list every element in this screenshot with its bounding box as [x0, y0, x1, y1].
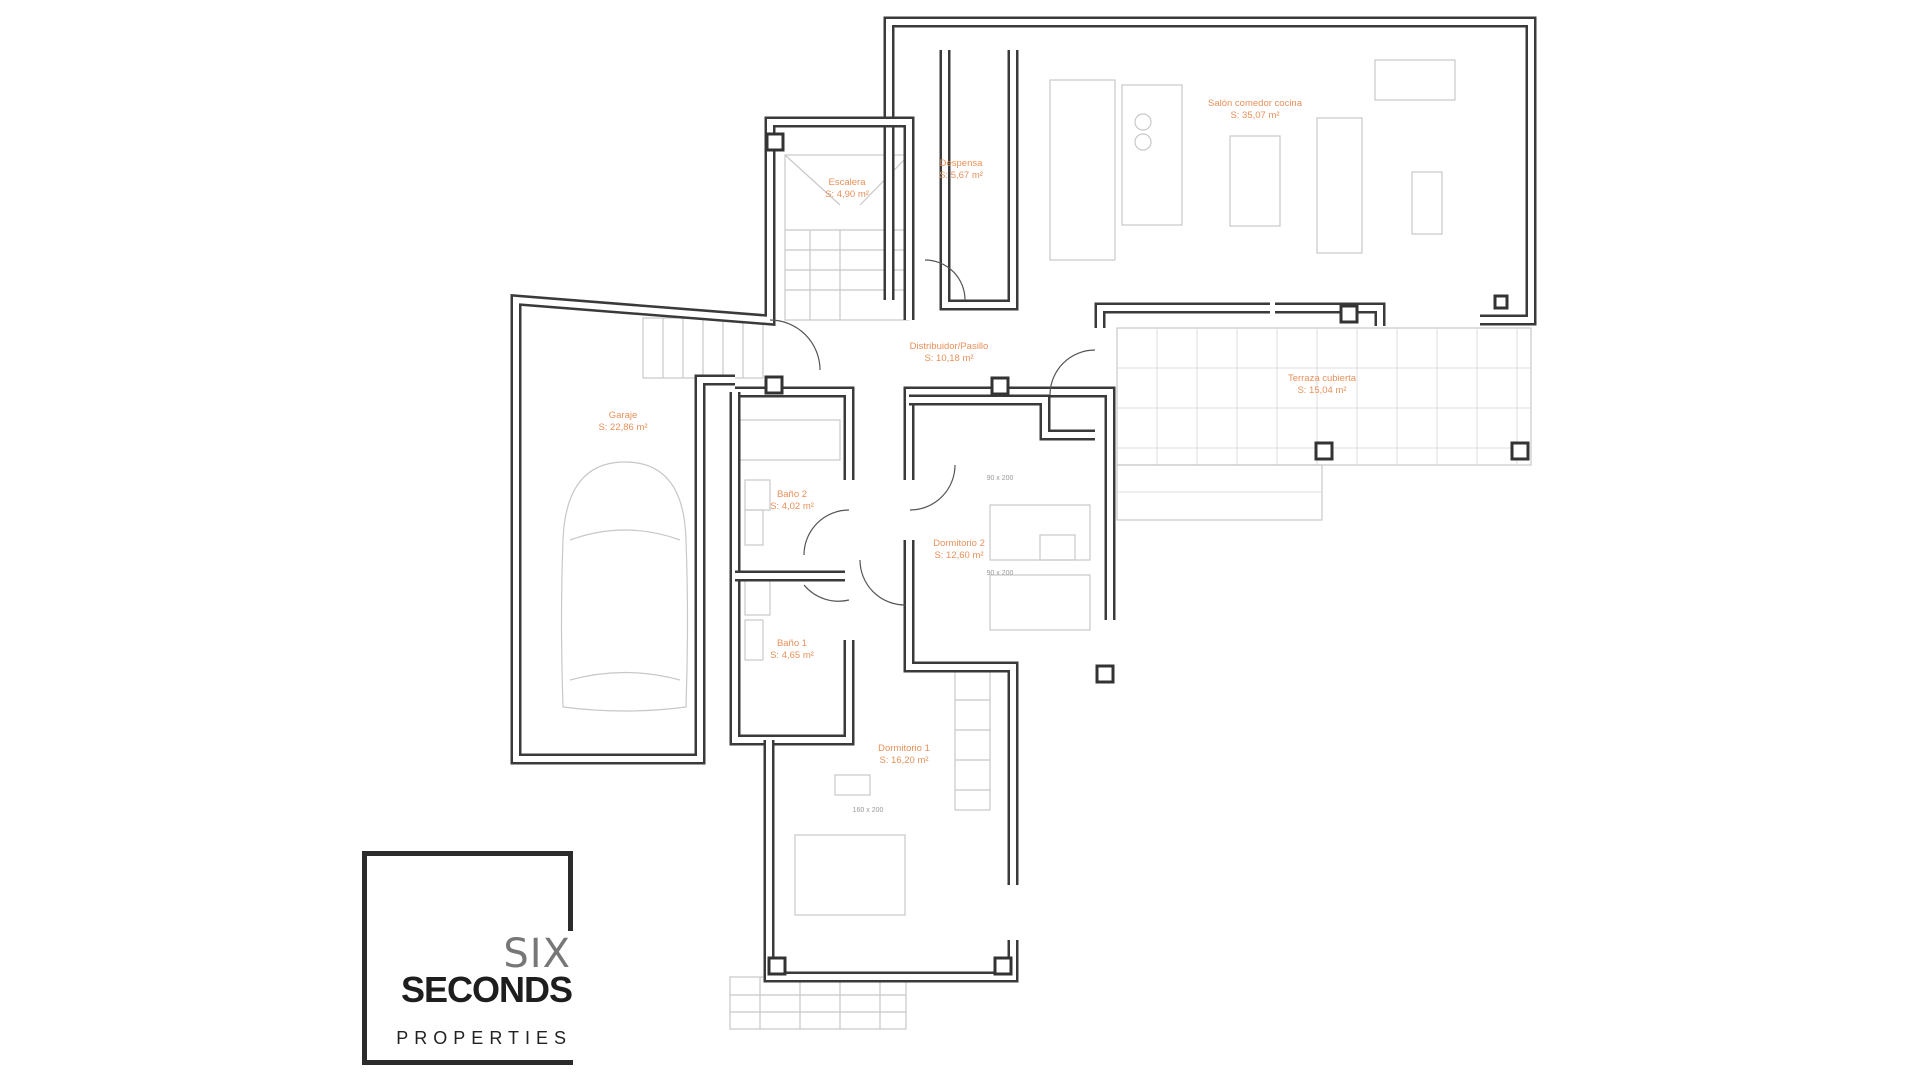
svg-text:Despensa: Despensa	[940, 158, 983, 169]
svg-text:Baño 2: Baño 2	[777, 489, 807, 500]
logo-frame-right	[568, 851, 573, 931]
terrace-tiles	[1116, 327, 1532, 521]
svg-text:S: 4,65 m²: S: 4,65 m²	[770, 650, 814, 661]
svg-text:Escalera: Escalera	[829, 177, 867, 188]
svg-text:S: 16,20 m²: S: 16,20 m²	[879, 755, 928, 766]
room-label-escalera: Escalera S: 4,90 m²	[825, 177, 869, 200]
bed-size-label: 160 x 200	[853, 807, 884, 814]
room-label-bano-1: Baño 1 S: 4,65 m²	[770, 638, 814, 661]
walls	[510, 16, 1537, 983]
svg-text:S: 4,90 m²: S: 4,90 m²	[825, 189, 869, 200]
six-seconds-logo: SIX SECONDS PROPERTIES	[362, 851, 578, 1065]
svg-text:S: 15,04 m²: S: 15,04 m²	[1297, 385, 1346, 396]
svg-text:Dormitorio 2: Dormitorio 2	[933, 538, 985, 549]
room-label-salon: Salón comedor cocina S: 35,07 m²	[1208, 98, 1303, 121]
svg-text:S: 4,02 m²: S: 4,02 m²	[770, 501, 814, 512]
room-label-bano-2: Baño 2 S: 4,02 m²	[770, 489, 814, 512]
svg-text:S: 5,67 m²: S: 5,67 m²	[939, 170, 983, 181]
logo-seconds: SECONDS	[400, 969, 573, 1010]
svg-text:S: 12,60 m²: S: 12,60 m²	[934, 550, 983, 561]
bed-size-label: 90 x 200	[987, 570, 1014, 577]
furniture	[560, 59, 1456, 916]
svg-text:S: 10,18 m²: S: 10,18 m²	[924, 353, 973, 364]
room-label-dormitorio-2: Dormitorio 2 S: 12,60 m²	[933, 538, 985, 561]
svg-text:Distribuidor/Pasillo: Distribuidor/Pasillo	[910, 341, 989, 352]
svg-text:Baño 1: Baño 1	[777, 638, 807, 649]
columns	[764, 132, 1530, 976]
svg-text:S: 22,86 m²: S: 22,86 m²	[598, 422, 647, 433]
svg-text:Terraza cubierta: Terraza cubierta	[1288, 373, 1357, 384]
room-label-garaje: Garaje S: 22,86 m²	[598, 410, 647, 433]
svg-text:Garaje: Garaje	[609, 410, 638, 421]
logo-properties: PROPERTIES	[396, 1028, 572, 1048]
room-label-distribuidor: Distribuidor/Pasillo S: 10,18 m²	[910, 341, 989, 364]
room-label-terraza: Terraza cubierta S: 15,04 m²	[1288, 373, 1357, 396]
logo-six: SIX	[503, 931, 571, 977]
svg-text:Salón comedor cocina: Salón comedor cocina	[1208, 98, 1303, 109]
bed-size-label: 90 x 200	[987, 475, 1014, 482]
svg-text:S: 35,07 m²: S: 35,07 m²	[1230, 110, 1279, 121]
logo-frame	[362, 851, 573, 1065]
room-label-dormitorio-1: Dormitorio 1 S: 16,20 m²	[878, 743, 930, 766]
door-swings	[769, 259, 1096, 606]
room-label-despensa: Despensa S: 5,67 m²	[939, 158, 983, 181]
svg-text:Dormitorio 1: Dormitorio 1	[878, 743, 930, 754]
